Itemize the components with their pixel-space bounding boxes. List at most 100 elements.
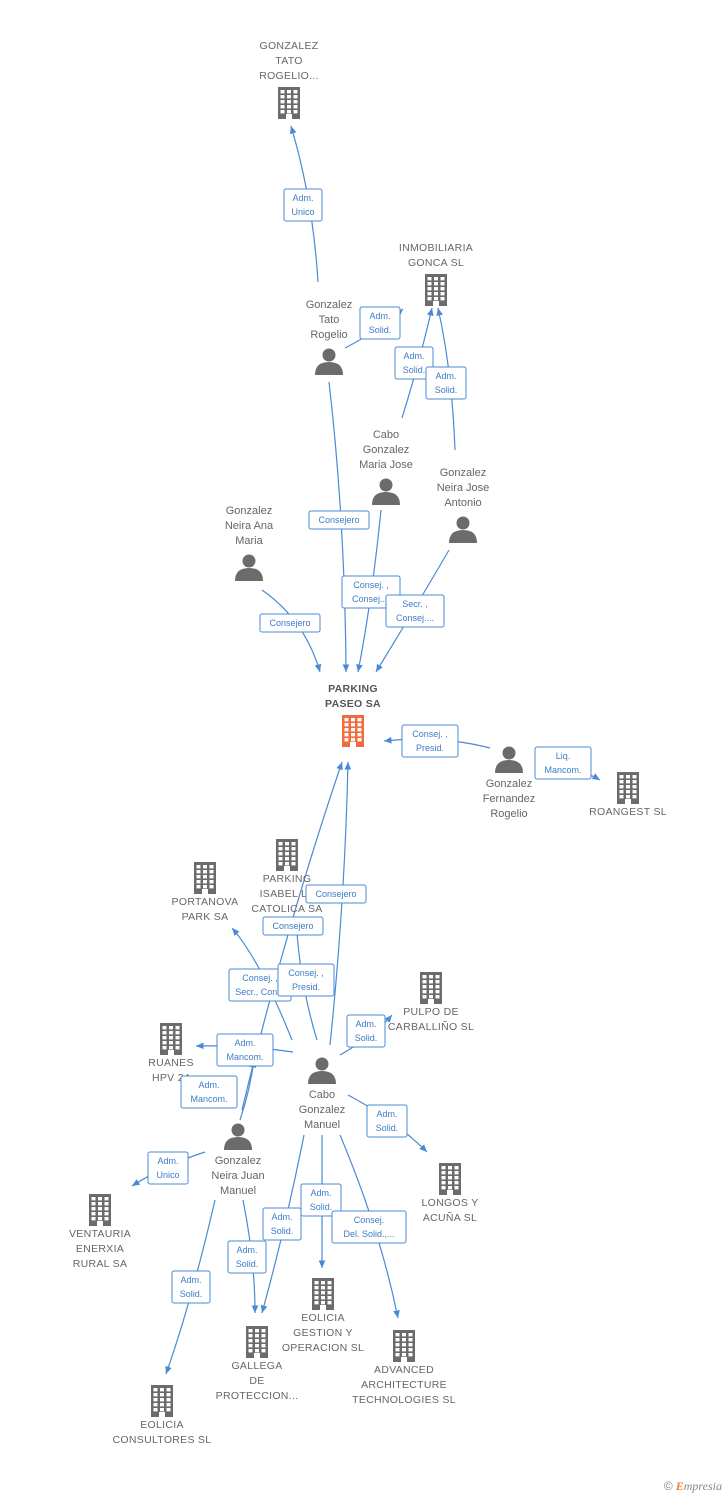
copyright-symbol: © xyxy=(663,1479,673,1493)
edge-label-box xyxy=(308,510,370,530)
node-label: TECHNOLOGIES SL xyxy=(352,1394,456,1406)
node-label: Rogelio xyxy=(490,808,527,820)
node-label: GALLEGA xyxy=(231,1360,282,1372)
edge-label-box xyxy=(401,724,459,758)
edge-role-label[interactable]: Adm.Solid. xyxy=(359,306,401,340)
edge-role-label[interactable]: Adm.Mancom. xyxy=(216,1033,274,1067)
node-label: Manuel xyxy=(304,1119,340,1131)
edge-label-text: Presid. xyxy=(292,982,320,992)
building-icon xyxy=(617,772,639,804)
edge-role-label[interactable]: Consejero xyxy=(308,510,370,530)
node-label: PROTECCION... xyxy=(216,1390,299,1402)
edge-role-label[interactable]: Consejero xyxy=(262,916,324,936)
node-label: Fernandez xyxy=(483,793,536,805)
edge-role-label[interactable]: Adm.Unico xyxy=(283,188,323,222)
edge-role-label[interactable]: Adm.Mancom. xyxy=(180,1075,238,1109)
edge-role-label[interactable]: Consej. ,Presid. xyxy=(277,963,335,997)
node-label: ROANGEST SL xyxy=(589,806,667,818)
node-label: ROGELIO... xyxy=(259,70,319,82)
edge-role-label[interactable]: Adm.Solid. xyxy=(300,1183,342,1217)
edge-label-text: Adm. xyxy=(435,371,456,381)
node-label: TATO xyxy=(275,55,302,67)
node-label: CONSULTORES SL xyxy=(113,1434,212,1446)
edge-role-label[interactable]: Adm.Solid. xyxy=(394,346,434,380)
edge-label-text: Consej. , xyxy=(353,580,389,590)
edge-label-box xyxy=(359,306,401,340)
node-label: Antonio xyxy=(444,497,481,509)
edge-role-label[interactable]: Adm. Unico xyxy=(147,1151,189,1185)
edge-label-text: Unico xyxy=(156,1170,179,1180)
edge-label-text: Consejero xyxy=(272,921,313,931)
edge-label-box xyxy=(534,746,592,780)
edge-role-label[interactable]: Adm.Solid. xyxy=(171,1270,211,1304)
empresia-watermark: ©Empresia xyxy=(664,1479,722,1494)
person-icon xyxy=(495,746,523,773)
node-roangest[interactable]: ROANGEST SL xyxy=(589,772,667,818)
edge-label-text: Solid. xyxy=(310,1202,333,1212)
person-icon xyxy=(308,1057,336,1084)
edge-label-text: Adm. xyxy=(271,1212,292,1222)
node-label: VENTAURIA xyxy=(69,1228,131,1240)
edge-label-box xyxy=(277,963,335,997)
person-icon xyxy=(372,478,400,505)
edge-label-text: Solid. xyxy=(271,1226,294,1236)
node-label: Gonzalez xyxy=(440,467,486,479)
edge-label-text: Adm. xyxy=(198,1080,219,1090)
edge-label-text: Consejero xyxy=(315,889,356,899)
node-gtr_co[interactable]: GONZALEZTATOROGELIO... xyxy=(259,40,319,119)
node-label: Neira Ana xyxy=(225,520,274,532)
node-label: Gonzalez xyxy=(226,505,272,517)
edge-label-box xyxy=(425,366,467,400)
edge-role-label[interactable]: Adm.Solid. xyxy=(227,1240,267,1274)
node-label: CARBALLIÑO SL xyxy=(388,1020,474,1033)
edge-role-label[interactable]: Adm.Solid. xyxy=(366,1104,408,1138)
node-label: Gonzalez xyxy=(299,1104,345,1116)
edge-label-text: Adm. xyxy=(157,1156,178,1166)
node-label: Neira Juan xyxy=(211,1170,264,1182)
edge-label-box xyxy=(171,1270,211,1304)
edge-role-label[interactable]: Adm. Solid. xyxy=(262,1207,302,1241)
brand-name: mpresia xyxy=(683,1479,722,1493)
node-gallega[interactable]: GALLEGADEPROTECCION... xyxy=(216,1326,299,1402)
edge-label-text: Unico xyxy=(291,207,314,217)
edge-label-box xyxy=(262,916,324,936)
edge-label-text: Consej.... xyxy=(352,594,390,604)
edge-role-label[interactable]: Adm.Solid. xyxy=(425,366,467,400)
node-label: ADVANCED xyxy=(374,1364,434,1376)
edge-label-box xyxy=(180,1075,238,1109)
edge-role-label[interactable]: Consejero xyxy=(259,613,321,633)
edge-role-label[interactable]: Adm.Solid. xyxy=(346,1014,386,1048)
edge-role-label[interactable]: Consejero xyxy=(305,884,367,904)
edge-label-box xyxy=(227,1240,267,1274)
edge-label-text: Consej. xyxy=(354,1215,385,1225)
building-icon xyxy=(246,1326,268,1358)
node-label: PASEO SA xyxy=(325,698,381,710)
edge-role-label[interactable]: Consej. ,Presid. xyxy=(401,724,459,758)
building-icon xyxy=(278,87,300,119)
edge-role-label[interactable]: Liq.Mancom. xyxy=(534,746,592,780)
node-label: ACUÑA SL xyxy=(423,1211,477,1224)
edge-label-box xyxy=(300,1183,342,1217)
node-label: PORTANOVA xyxy=(172,896,239,908)
edge-role-label[interactable]: Consej.Del. Solid.,... xyxy=(331,1210,407,1244)
node-label: Gonzalez xyxy=(486,778,532,790)
edge-role-label[interactable]: Secr. ,Consej.... xyxy=(385,594,445,628)
